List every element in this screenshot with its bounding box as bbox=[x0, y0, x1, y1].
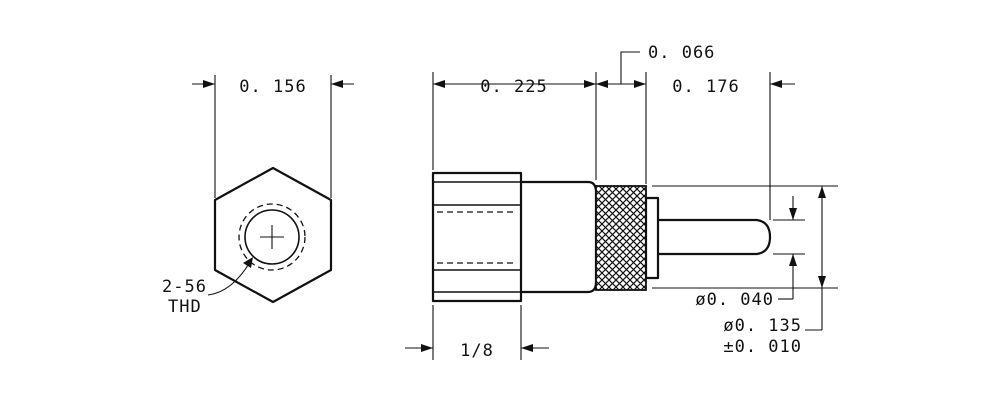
pin-length-label: 0. 176 bbox=[672, 77, 739, 97]
knurled-section bbox=[595, 185, 647, 291]
hex-width-dimension: 0. 156 bbox=[192, 75, 354, 198]
length-dimensions: 0. 225 0. 176 0. 066 bbox=[432, 43, 795, 220]
round-body bbox=[521, 180, 598, 294]
thread-depth-dimension: 1/8 bbox=[405, 305, 549, 361]
body-diameter-dimension: ø0. 135 ±0. 010 bbox=[652, 185, 838, 357]
thread-callout-line2: THD bbox=[168, 297, 202, 317]
body-diameter-label: ø0. 135 bbox=[723, 316, 802, 336]
thread-depth-label: 1/8 bbox=[460, 341, 494, 361]
side-view bbox=[431, 171, 772, 303]
hex-body bbox=[431, 171, 523, 303]
thread-major-circle bbox=[238, 203, 306, 271]
shoulder bbox=[644, 196, 660, 280]
body-diameter-tolerance: ±0. 010 bbox=[723, 337, 802, 357]
pin bbox=[658, 218, 772, 256]
thread-minor-circle bbox=[244, 209, 300, 265]
hex-width-label: 0. 156 bbox=[239, 77, 306, 97]
pin-diameter-label: ø0. 040 bbox=[695, 290, 774, 310]
thread-callout: 2-56 THD bbox=[162, 257, 253, 317]
hex-end-view bbox=[213, 166, 333, 304]
hex-outline bbox=[213, 166, 333, 304]
collar-length-label: 0. 066 bbox=[648, 43, 715, 63]
body-length-label: 0. 225 bbox=[480, 77, 547, 97]
pin-diameter-dimension: ø0. 040 bbox=[695, 196, 805, 310]
thread-callout-line1: 2-56 bbox=[162, 277, 207, 297]
